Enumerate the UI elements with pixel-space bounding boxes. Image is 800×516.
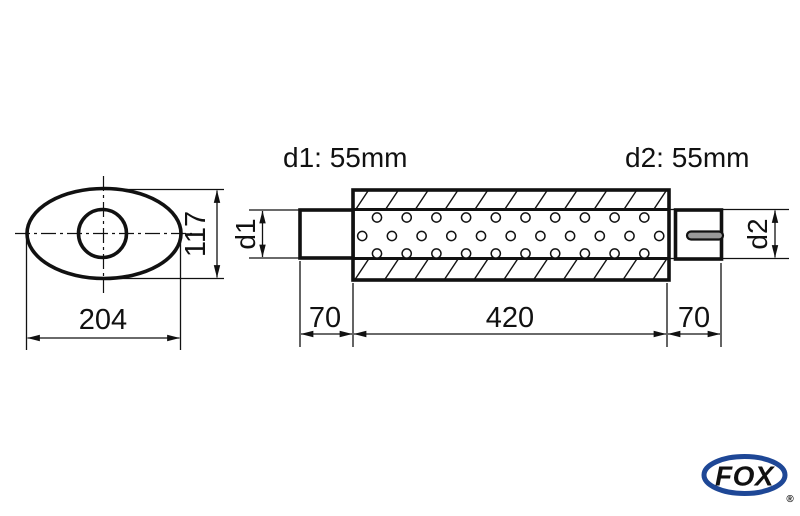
hatch-line: [384, 259, 400, 279]
perforation-hole: [609, 212, 620, 223]
hatching-bottom-band: [355, 259, 667, 279]
perforation-hole: [490, 212, 502, 223]
perforation-hole: [475, 230, 487, 242]
fox-logo-ellipse: [701, 454, 788, 496]
perforation-hole: [624, 230, 635, 242]
perforation-hole: [579, 212, 591, 223]
perforation-hole: [401, 212, 413, 223]
perforation-hole: [549, 212, 561, 223]
perforation-hole: [371, 248, 383, 259]
body-length-value: 420: [486, 302, 534, 334]
outlet-spec-label: d2: 55mm: [625, 142, 750, 173]
d1-dimension-label: d1: [230, 218, 261, 249]
perforation-hole: [386, 230, 398, 242]
perforation-pattern: [356, 212, 665, 259]
perforation-hole: [564, 230, 576, 242]
perforation-hole: [356, 230, 368, 242]
fox-logo: FOX ®: [701, 454, 794, 505]
hatch-line: [593, 259, 608, 279]
perforation-hole: [401, 248, 413, 259]
perforation-hole: [520, 212, 531, 223]
hatch-line: [623, 259, 638, 279]
clamp-slot: [685, 230, 725, 241]
perforation-hole: [549, 248, 561, 259]
hatch-line: [355, 259, 370, 279]
perforation-hole: [431, 212, 442, 223]
cross-section-view: 117 204: [15, 176, 224, 350]
outlet-length-value: 70: [678, 302, 710, 334]
hatch-line: [474, 259, 489, 279]
inlet-pipe: [298, 208, 355, 260]
perforation-hole: [460, 248, 472, 259]
perforation-hole: [609, 248, 620, 259]
registered-trademark-icon: ®: [786, 494, 794, 505]
perforation-hole: [638, 212, 650, 223]
perforation-hole: [371, 212, 383, 223]
perforation-hole: [579, 248, 591, 259]
hatch-line: [444, 259, 459, 279]
perforation-hole: [653, 230, 665, 242]
hatch-line: [414, 259, 430, 279]
hatch-line: [503, 259, 519, 279]
side-view: d1 d2 d1: 55mm d2: 55mm 70 420 70: [230, 142, 789, 347]
perforation-hole: [520, 248, 531, 259]
perforation-hole: [594, 230, 606, 242]
perforation-hole: [505, 230, 517, 242]
hatch-line: [563, 259, 579, 279]
inlet-spec-label: d1: 55mm: [283, 142, 408, 173]
perforation-hole: [535, 230, 546, 242]
hatch-line: [533, 259, 549, 279]
hatch-line: [652, 259, 667, 279]
height-dimension-value: 117: [180, 211, 212, 257]
perforation-hole: [431, 248, 442, 259]
perforation-hole: [490, 248, 502, 259]
fox-logo-text: FOX: [715, 461, 776, 492]
perforation-hole: [416, 230, 427, 242]
inlet-length-value: 70: [309, 302, 341, 334]
perforation-hole: [445, 230, 457, 242]
perforation-hole: [638, 248, 650, 259]
d2-dimension-label: d2: [742, 218, 773, 249]
perforation-hole: [460, 212, 472, 223]
width-dimension-value: 204: [79, 304, 127, 336]
